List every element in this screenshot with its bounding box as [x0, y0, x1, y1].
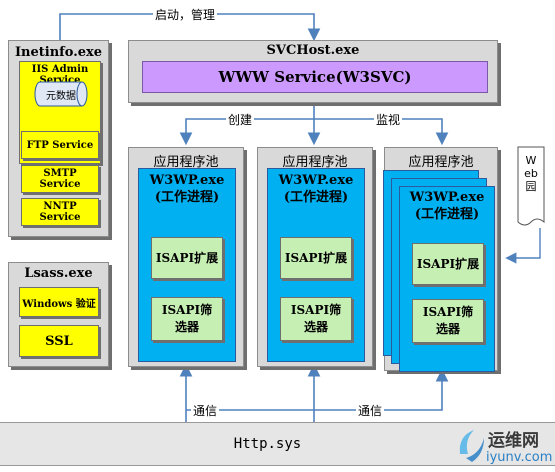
lsass-title: Lsass.exe	[24, 266, 93, 281]
create-arrow-left	[179, 118, 314, 146]
w3wp-1: W3WP.exe (工作进程) ISAPI扩展 ISAPI筛选器	[138, 168, 236, 362]
w3wp-3: W3WP.exe (工作进程) ISAPI扩展 ISAPI筛选器	[399, 186, 495, 372]
w3wp-1-name: W3WP.exe	[149, 173, 225, 188]
web-garden-tag: Web园	[517, 146, 545, 230]
http-sys-label: Http.sys	[233, 436, 302, 452]
windows-auth-box: Windows 验证	[19, 287, 99, 317]
comm-label-left: 通信	[191, 402, 220, 419]
web-garden-arrow	[505, 228, 541, 264]
lsass-panel: Lsass.exe Windows 验证 SSL	[8, 262, 109, 367]
nntp-service: NNTP Service	[21, 198, 99, 226]
isapi-extension-1: ISAPI扩展	[151, 237, 223, 279]
w3wp-2-name: W3WP.exe	[278, 173, 354, 188]
svchost-title: SVCHost.exe	[266, 43, 360, 58]
watermark-logo: 运维网 iyunv.com	[452, 422, 552, 470]
isapi-extension-3: ISAPI扩展	[412, 243, 484, 285]
isapi-extension-2: ISAPI扩展	[280, 237, 352, 279]
w3wp-2: W3WP.exe (工作进程) ISAPI扩展 ISAPI筛选器	[267, 168, 365, 362]
watermark-url: iyunv.com	[486, 450, 553, 465]
isapi-filter-2: ISAPI筛选器	[280, 297, 352, 341]
w3wp-3-name: W3WP.exe	[409, 190, 485, 205]
web-garden-label: Web园	[524, 154, 538, 193]
watermark-text: 运维网	[488, 431, 539, 451]
iis-admin-label: IIS Admin Service	[31, 64, 89, 86]
comm-arrow-right	[186, 368, 449, 411]
www-service-box: WWW Service(W3SVC)	[142, 61, 488, 93]
w3wp-1-subtitle: (工作进程)	[154, 190, 220, 205]
app-pool-3: 应用程序池 W3WP.exe (工作进程) ISAPI扩展 ISAPI筛选器	[383, 147, 498, 372]
isapi-filter-1: ISAPI筛选器	[151, 297, 223, 341]
inetinfo-title: Inetinfo.exe	[14, 45, 103, 60]
metabase-database-icon: 元数据	[34, 80, 88, 108]
monitor-arrow-right	[314, 118, 449, 146]
comm-label-right: 通信	[356, 402, 385, 419]
watermark-swirl-icon	[459, 430, 484, 462]
monitor-label: 监视	[374, 111, 403, 128]
app-pool-3-title: 应用程序池	[408, 155, 474, 170]
app-pool-2: 应用程序池 W3WP.exe (工作进程) ISAPI扩展 ISAPI筛选器	[257, 147, 373, 367]
app-pool-2-title: 应用程序池	[282, 155, 348, 170]
app-pool-1-title: 应用程序池	[153, 155, 219, 170]
w3wp-2-subtitle: (工作进程)	[283, 190, 349, 205]
inetinfo-panel: Inetinfo.exe IIS Admin Service 元数据 FTP S…	[8, 40, 109, 237]
start-manage-label: 启动，管理	[153, 6, 218, 23]
ftp-service: FTP Service	[21, 131, 99, 159]
smtp-service: SMTP Service	[21, 165, 99, 193]
isapi-filter-3: ISAPI筛选器	[412, 299, 484, 343]
app-pool-1: 应用程序池 W3WP.exe (工作进程) ISAPI扩展 ISAPI筛选器	[128, 147, 244, 367]
svchost-panel: SVCHost.exe WWW Service(W3SVC)	[128, 40, 498, 103]
metabase-label: 元数据	[46, 91, 76, 102]
w3wp-3-subtitle: (工作进程)	[414, 207, 480, 222]
create-label: 创建	[226, 111, 255, 128]
ssl-box: SSL	[19, 325, 99, 357]
